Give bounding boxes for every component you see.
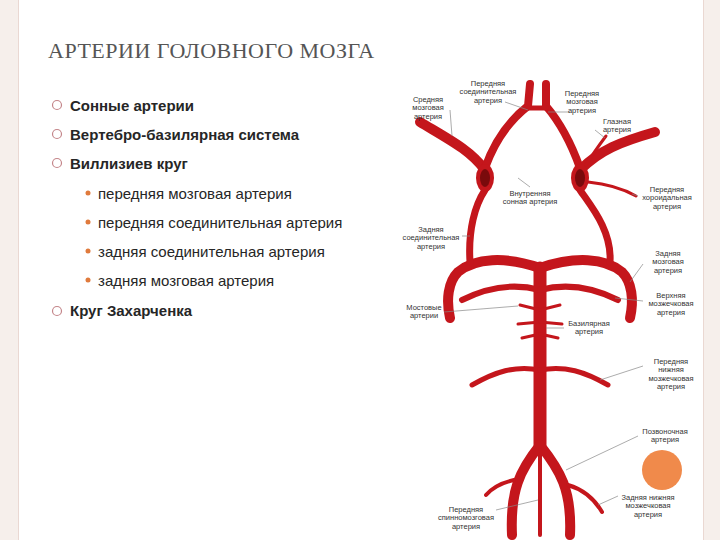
artery-label: Передняя спинномозговая артерия [436,506,496,531]
artery-label: Задняя соединительная артерия [400,226,462,251]
sub-bullet-item: передняя соединительная артерия [98,214,342,231]
artery-label: Задняя нижняя мозжечковая артерия [618,494,678,519]
artery-label: Средняя мозговая артерия [405,96,451,121]
bullet-item: Виллизиев круг [70,155,188,172]
artery-label: Передняя мозговая артерия [556,90,608,115]
sub-bullet-item: передняя мозговая артерия [98,185,292,202]
artery-label: Передняя нижняя мозжечковая артерия [643,358,699,391]
sub-bullet-item: задняя соединительная артерия [98,243,325,260]
artery-label: Базилярная артерия [565,320,613,337]
artery-label: Внутренняя сонная артерия [498,190,562,207]
artery-label: Мостовые артерии [404,304,444,321]
bullet-item: Круг Захарченка [70,302,192,319]
sub-bullet-item: задняя мозговая артерия [98,272,274,289]
artery-label: Глазная артерия [596,118,638,135]
artery-label: Задняя мозговая артерия [642,250,694,275]
bullet-item: Сонные артерии [70,97,194,114]
slide-title: АРТЕРИИ ГОЛОВНОГО МОЗГА [48,38,375,64]
artery-label: Передняя хороидальная артерия [638,186,696,211]
artery-label: Позвоночная артерия [638,428,692,445]
artery-label: Верхняя мозжечковая артерия [643,292,699,317]
bullet-item: Вертебро-базилярная система [70,126,299,143]
slide-background [18,0,704,540]
artery-label: Передняя соединительная артерия [456,80,520,105]
